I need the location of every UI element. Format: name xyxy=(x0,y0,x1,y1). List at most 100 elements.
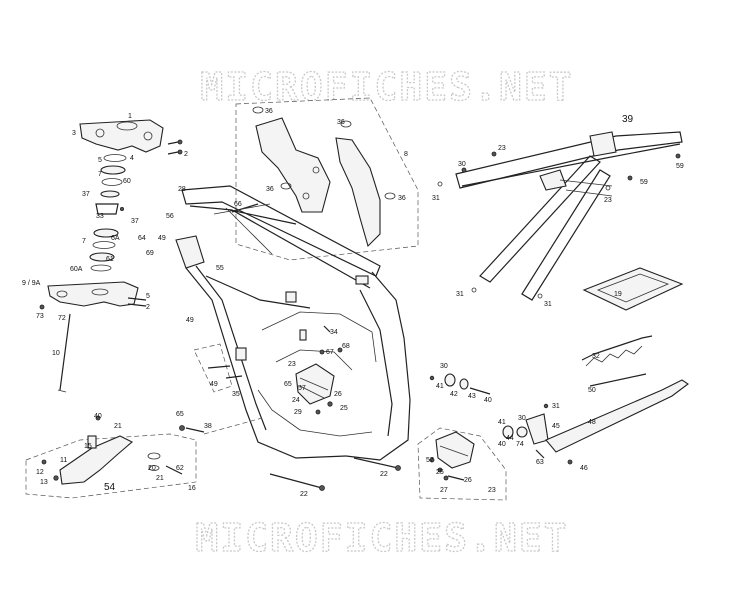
callout-12: 12 xyxy=(36,469,44,476)
callout-36a: 36 xyxy=(265,108,273,115)
callout-62: 62 xyxy=(176,465,184,472)
callout-25: 25 xyxy=(340,405,348,412)
callout-32: 32 xyxy=(592,353,600,360)
callout-48: 48 xyxy=(588,419,596,426)
callout-21a: 21 xyxy=(114,423,122,430)
callout-30c: 30 xyxy=(518,415,526,422)
callout-49c: 49 xyxy=(210,381,218,388)
callout-19: 19 xyxy=(614,291,622,298)
callout-13: 13 xyxy=(40,479,48,486)
callout-60: 60 xyxy=(123,178,131,185)
callout-30a: 30 xyxy=(458,161,466,168)
callout-23c: 23 xyxy=(288,361,296,368)
callout-24: 24 xyxy=(292,397,300,404)
callout-54: 54 xyxy=(104,482,116,493)
side-stand xyxy=(545,335,689,453)
callout-55: 55 xyxy=(216,265,224,272)
callout-8: 8 xyxy=(404,151,408,158)
lower-triple-clamp xyxy=(47,281,139,307)
frame-guard-box xyxy=(235,97,419,261)
callout-9: 9 / 9A xyxy=(22,280,41,287)
callout-41b: 41 xyxy=(498,419,506,426)
callout-6a: 6A xyxy=(111,235,120,242)
callout-65b: 65 xyxy=(176,411,184,418)
brake-pedal-assembly xyxy=(25,415,197,499)
callout-34: 34 xyxy=(330,329,338,336)
callout-59b: 59 xyxy=(640,179,648,186)
callout-31a: 31 xyxy=(432,195,440,202)
callout-27: 27 xyxy=(440,487,448,494)
callout-64: 64 xyxy=(138,235,146,242)
watermark-top: MICROFICHES.NET xyxy=(200,65,573,109)
callout-65: 65 xyxy=(284,381,292,388)
callout-25b: 25 xyxy=(436,469,444,476)
callout-7: 7 xyxy=(98,171,102,178)
callout-73: 73 xyxy=(36,313,44,320)
callout-10: 10 xyxy=(52,350,60,357)
callout-50: 50 xyxy=(588,387,596,394)
callout-38: 38 xyxy=(204,423,212,430)
callout-49: 49 xyxy=(158,235,166,242)
callout-60a: 60A xyxy=(70,266,83,273)
callout-16: 16 xyxy=(188,485,196,492)
callout-57a: 57 xyxy=(298,385,306,392)
callout-35: 35 xyxy=(232,391,240,398)
callout-5: 5 xyxy=(98,157,102,164)
callout-26a: 26 xyxy=(334,391,342,398)
main-frame xyxy=(175,185,411,461)
callout-40b: 40 xyxy=(498,441,506,448)
callout-40a: 40 xyxy=(484,397,492,404)
gasket-plate xyxy=(582,267,684,311)
callout-26b: 26 xyxy=(464,477,472,484)
callout-23a: 23 xyxy=(498,145,506,152)
callout-30b: 30 xyxy=(440,363,448,370)
right-footpeg-assembly xyxy=(417,427,507,501)
callout-67: 67 xyxy=(326,349,334,356)
callout-37b: 37 xyxy=(131,218,139,225)
callout-31b: 31 xyxy=(456,291,464,298)
callout-49b: 49 xyxy=(186,317,194,324)
callout-11: 11 xyxy=(60,457,67,464)
callout-36b: 36 xyxy=(337,119,345,126)
callout-33: 33 xyxy=(96,213,104,220)
left-mid-fasteners xyxy=(179,343,263,435)
callout-15: 15 xyxy=(84,443,92,450)
headset-bearing-stack xyxy=(89,154,127,272)
callout-4: 4 xyxy=(130,155,134,162)
callout-39: 39 xyxy=(622,114,634,125)
left-bolts xyxy=(39,139,183,310)
callout-56: 56 xyxy=(166,213,174,220)
callout-23b: 23 xyxy=(604,197,612,204)
callout-59a: 59 xyxy=(676,163,684,170)
callout-43: 43 xyxy=(468,393,476,400)
callout-21b: 21 xyxy=(156,475,164,482)
callout-57b: 57 xyxy=(426,457,434,464)
upper-triple-clamp xyxy=(79,119,164,153)
callout-72: 72 xyxy=(58,315,66,322)
left-footpeg xyxy=(295,325,343,415)
callout-63: 63 xyxy=(536,459,544,466)
callout-20: 20 xyxy=(148,465,156,472)
callout-74: 74 xyxy=(516,441,524,448)
callout-36c: 36 xyxy=(266,186,274,193)
callout-42a: 42 xyxy=(450,391,458,398)
callout-41a: 41 xyxy=(436,383,444,390)
callout-2: 2 xyxy=(184,151,188,158)
callout-46: 46 xyxy=(580,465,588,472)
callout-37a: 37 xyxy=(82,191,90,198)
callout-2b: 2 xyxy=(146,304,150,311)
callout-5b: 5 xyxy=(146,293,150,300)
callout-31c: 31 xyxy=(544,301,552,308)
callout-28: 28 xyxy=(178,186,186,193)
engine-mount-bolts xyxy=(269,457,401,491)
callout-31d: 31 xyxy=(552,403,560,410)
callout-23d: 23 xyxy=(488,487,496,494)
callout-44: 44 xyxy=(506,435,514,442)
callout-3: 3 xyxy=(72,130,76,137)
callout-7b: 7 xyxy=(82,238,86,245)
callout-61: 61 xyxy=(106,256,114,263)
callout-66: 66 xyxy=(234,201,242,208)
callout-1: 1 xyxy=(128,113,132,120)
